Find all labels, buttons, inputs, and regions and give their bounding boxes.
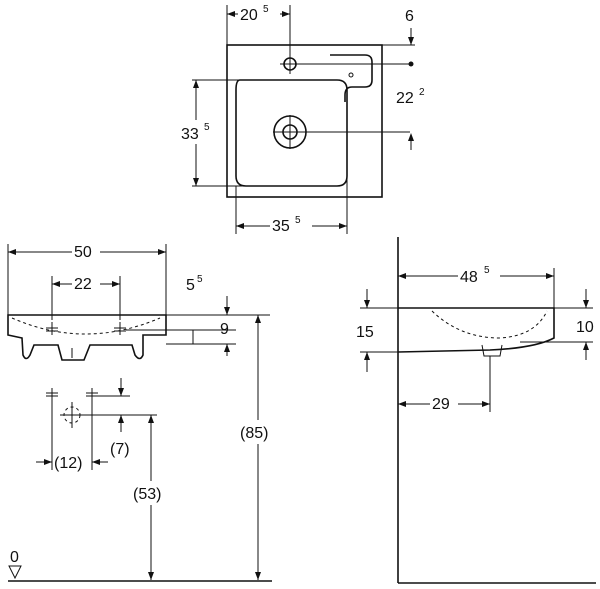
- dim-projection-sup: 5: [484, 265, 490, 276]
- dim-projection: 48: [460, 269, 478, 286]
- dim-basin-height: 9: [220, 321, 229, 338]
- front-view: 50 22 5 5 9 (85): [7, 240, 278, 582]
- bowl-outline: [235, 79, 348, 187]
- basin-side: [397, 307, 555, 353]
- tap-hole-detail: (7) (12) (53): [36, 378, 171, 580]
- basin-front: [7, 314, 167, 361]
- dim-side-left-height: 15: [356, 324, 374, 341]
- side-view: 48 5 15 10 29: [356, 237, 596, 584]
- top-view: 20 5 6 22 2 33 5 35 5: [180, 3, 425, 235]
- dim-rim-height: 5: [186, 277, 195, 294]
- dim-tap-spacing: 22: [74, 276, 92, 293]
- drain-side: [481, 344, 503, 357]
- dim-install-height: (85): [240, 425, 268, 442]
- dim-bowl-depth: 33: [181, 126, 199, 143]
- overflow-hole: [348, 72, 354, 78]
- dim-right-depth-sup: 2: [419, 87, 425, 98]
- dim-rim-height-sup: 5: [197, 274, 203, 285]
- dim-tap-distance-sup: 5: [263, 4, 269, 15]
- dim-tap-distance: 20: [240, 7, 258, 24]
- dim-drain-height: (53): [133, 486, 161, 503]
- basin-outline-top: [226, 44, 383, 198]
- dim-tap-hole-spacing: (12): [54, 455, 82, 472]
- bowl-hidden: [11, 317, 161, 335]
- dim-bowl-depth-sup: 5: [204, 122, 210, 133]
- dim-tap-offset: 6: [405, 8, 414, 25]
- dim-bowl-width-sup: 5: [295, 215, 301, 226]
- dim-drain-offset: (7): [110, 441, 130, 458]
- shelf-outline: [330, 54, 373, 102]
- floor-marker: [8, 565, 22, 580]
- dim-overall-width: 50: [74, 244, 92, 261]
- floor-level-label: 0: [10, 549, 19, 566]
- dim-side-right-height: 10: [576, 319, 594, 336]
- dim-right-depth: 22: [396, 90, 414, 107]
- dim-bowl-width: 35: [272, 218, 290, 235]
- dim-drain-distance: 29: [432, 396, 450, 413]
- bowl-hidden-side: [431, 310, 548, 339]
